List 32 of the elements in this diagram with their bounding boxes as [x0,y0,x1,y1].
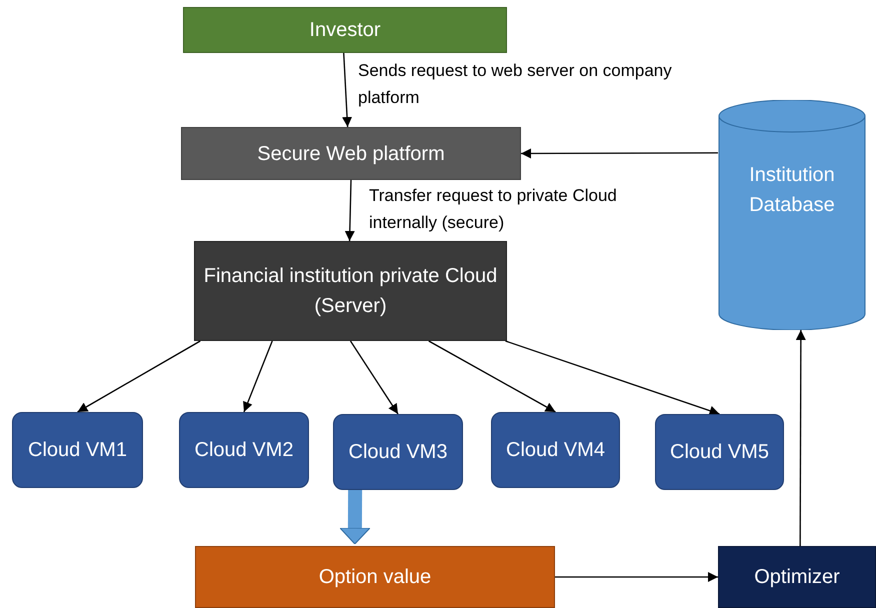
vm-box [655,414,784,490]
node-label: Cloud VM4 [506,438,605,463]
node-label: Secure Web platform [257,142,445,166]
node-label: Financial institution private Cloud (Server) [203,264,498,319]
arrow [796,330,806,546]
server-box [194,241,507,341]
node-label: Institution Database [748,163,836,218]
arrow [428,340,556,413]
arrow [243,340,273,412]
optimizer-box [718,546,876,608]
arrow [77,340,201,413]
node-label: Cloud VM2 [194,438,294,463]
output-box [195,546,555,608]
node-label: Cloud VM3 [348,440,448,465]
node-label: Investor [309,18,381,43]
arrow [344,180,355,242]
vm-box [333,414,463,490]
process-box [181,127,521,180]
node-label: Optimizer [754,565,840,590]
process-box [183,7,507,53]
arrow [555,572,718,582]
arrow [350,340,399,414]
arrow [505,340,720,416]
vm-box [179,412,309,488]
node-label: Cloud VM5 [670,440,769,465]
node-label: Cloud VM1 [28,438,127,463]
arrow [521,148,718,158]
arrow [342,52,352,128]
node-label: Option value [318,565,432,590]
vm-box [491,412,620,488]
vm-box [12,412,143,488]
block-arrow [339,490,370,544]
